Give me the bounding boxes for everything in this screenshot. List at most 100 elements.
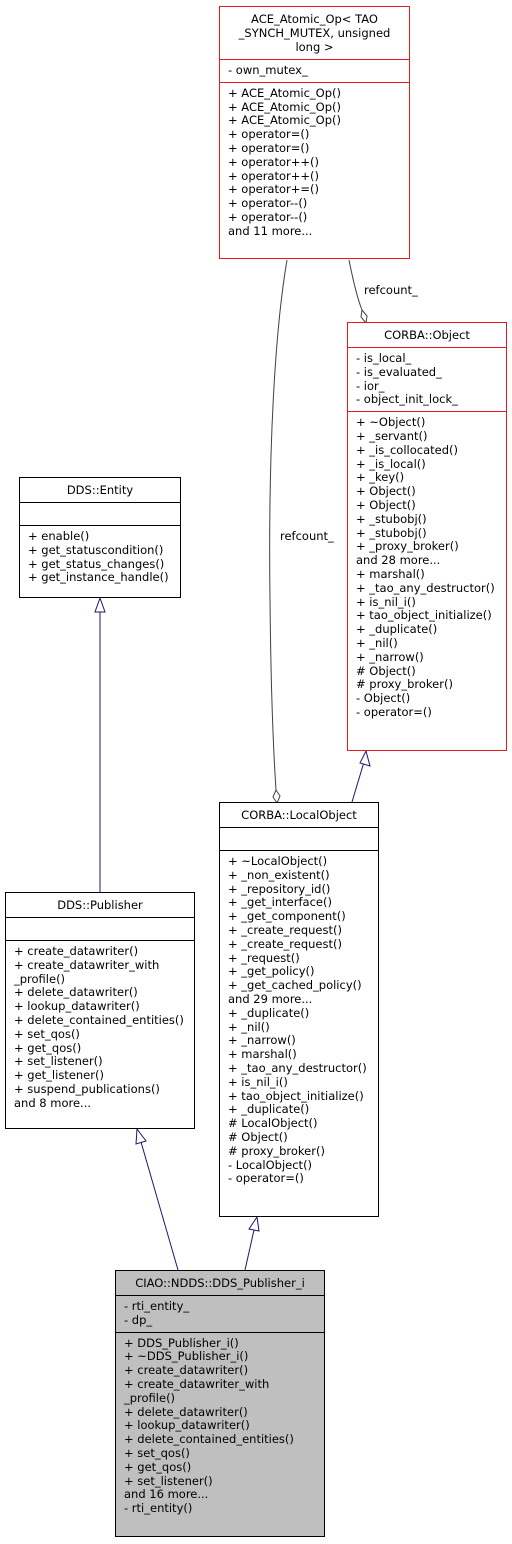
operation-item: + _key() [356,470,405,485]
edge-label-refcount-object: refcount_ [364,283,418,297]
attribute-item: - ior_ [356,378,385,393]
operation-item: + operator+=() [228,182,319,197]
operation-item: + _stubobj() [356,525,427,540]
operation-item: # Object() [228,1129,288,1144]
edge-label-refcount-localobject: refcount_ [280,529,334,543]
class-title: DDS::Publisher [6,893,194,917]
operation-item: + create_datawriter() [124,1363,249,1378]
operation-item: + create_datawriter_with [14,957,160,972]
operation-item: # LocalObject() [228,1116,318,1131]
operation-item: + ~Object() [356,415,426,430]
operation-item: + _create_request() [228,922,342,937]
edge-localobject-to-object [351,761,365,803]
class-operations: + enable()+ get_statuscondition()+ get_s… [20,525,180,589]
operation-item: and 8 more... [14,1095,92,1110]
class-title: ACE_Atomic_Op< TAO_SYNCH_MUTEX, unsigned… [220,7,409,59]
operation-item: + _is_local() [356,456,426,471]
class-name-line: long > [295,40,334,54]
operation-item: + is_nil_i() [356,594,416,609]
operation-item: + _create_request() [228,936,342,951]
operation-item: + _get_policy() [228,964,315,979]
class-title: DDS::Entity [20,478,180,502]
operation-item: + marshal() [356,566,425,581]
operation-item: + _get_interface() [228,895,332,910]
class-name-line: ACE_Atomic_Op< TAO [251,12,378,26]
inherit-arrow-object [359,749,371,767]
class-title: CORBA::LocalObject [220,803,378,827]
operation-item: - operator=() [356,704,432,719]
operation-item: - rti_entity() [124,1501,193,1516]
operation-item: + get_status_changes() [28,556,165,571]
operation-item: + create_datawriter() [14,944,139,958]
operation-item: + _nil() [356,635,398,650]
operation-item: + delete_datawriter() [124,1404,248,1419]
operation-item: + get_instance_handle() [28,570,169,585]
operation-item: + lookup_datawriter() [14,999,140,1014]
operation-item: + _servant() [356,428,428,443]
operation-item: # proxy_broker() [356,677,453,692]
operation-item: + get_qos() [124,1459,192,1474]
operation-item: + _proxy_broker() [356,539,459,554]
operation-item: + _repository_id() [228,881,331,896]
operation-item: and 11 more... [228,223,313,238]
edge-publisher-i-to-publisher [140,1141,179,1271]
operation-item: and 29 more... [228,991,313,1006]
operation-item: + get_statuscondition() [28,542,164,557]
operation-item: + _get_cached_policy() [228,978,362,993]
class-operations: + ACE_Atomic_Op()+ ACE_Atomic_Op()+ ACE_… [220,81,409,243]
operation-item: + ACE_Atomic_Op() [228,99,342,114]
attribute-item: - dp_ [124,1312,153,1327]
operation-item: + _narrow() [356,649,424,664]
attribute-item: - is_evaluated_ [356,364,442,379]
operation-item: + _is_collocated() [356,442,458,457]
edge-atomic-to-localobject [269,259,288,791]
operation-item: _profile() [124,1390,176,1405]
operation-item: + delete_contained_entities() [14,1012,184,1027]
operation-item: + _duplicate() [228,1102,310,1117]
operation-item: + _duplicate() [228,1005,310,1020]
operation-item: + _tao_any_destructor() [356,580,495,595]
class-ace-atomic-op[interactable]: ACE_Atomic_Op< TAO_SYNCH_MUTEX, unsigned… [219,6,410,259]
operation-item: + DDS_Publisher_i() [124,1335,239,1350]
class-operations: + ~Object()+ _servant()+ _is_collocated(… [348,411,506,724]
operation-item: + _get_component() [228,909,346,924]
class-name-line: CORBA::LocalObject [241,808,357,822]
operation-item: + set_qos() [14,1026,80,1041]
class-operations: + create_datawriter()+ create_datawriter… [6,940,194,1115]
operation-item: + Object() [356,497,416,512]
operation-item: + marshal() [228,1047,297,1062]
operation-item: + tao_object_initialize() [356,608,492,623]
operation-item: # proxy_broker() [228,1143,325,1158]
operation-item: + suspend_publications() [14,1081,160,1096]
operation-item: + _nil() [228,1019,270,1034]
operation-item: + set_listener() [124,1473,213,1488]
operation-item: + operator++() [228,168,319,183]
operation-item: and 16 more... [124,1487,209,1502]
class-corba-object[interactable]: CORBA::Object - is_local_- is_evaluated_… [347,322,507,751]
edge-publisher-i-to-localobject [244,1229,255,1271]
operation-item: + set_listener() [14,1054,103,1069]
operation-item: + _narrow() [228,1033,296,1048]
attribute-item: - own_mutex_ [228,63,308,77]
class-corba-localobject[interactable]: CORBA::LocalObject + ~LocalObject()+ _no… [219,802,379,1217]
class-attributes: - rti_entity_- dp_ [116,1295,324,1332]
class-attributes [6,917,194,940]
class-dds-publisher-i[interactable]: CIAO::NDDS::DDS_Publisher_i - rti_entity… [115,1270,325,1537]
inherit-arrow-entity [94,596,106,613]
operation-item: + _duplicate() [356,622,438,637]
operation-item: + get_qos() [14,1040,82,1055]
operation-item: + delete_datawriter() [14,985,138,1000]
operation-item: + ACE_Atomic_Op() [228,85,342,100]
class-dds-publisher[interactable]: DDS::Publisher + create_datawriter()+ cr… [5,892,195,1129]
operation-item: - operator=() [228,1171,304,1186]
operation-item: + _tao_any_destructor() [228,1060,367,1075]
class-attributes: - is_local_- is_evaluated_- ior_- object… [348,347,506,411]
operation-item: + is_nil_i() [228,1074,288,1089]
class-name-line: CIAO::NDDS::DDS_Publisher_i [135,1276,305,1290]
class-dds-entity[interactable]: DDS::Entity + enable()+ get_statuscondit… [19,477,181,598]
edge-atomic-to-object [348,259,363,311]
operation-item: + operator++() [228,154,319,169]
operation-item: + enable() [28,529,90,543]
operation-item: + Object() [356,484,416,499]
